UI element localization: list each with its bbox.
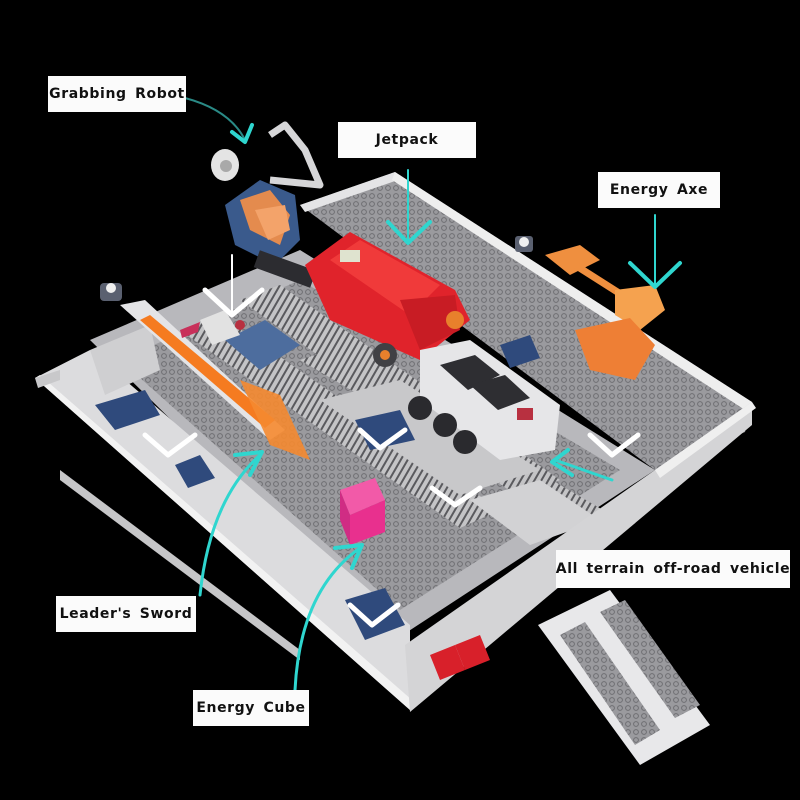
energy-cube-model (340, 478, 385, 545)
callout-arrows (184, 97, 682, 692)
ramp (538, 590, 710, 765)
label-grabbing-robot: Grabbing Robot (48, 76, 186, 112)
gray-platform (225, 320, 300, 370)
label-energy-axe: Energy Axe (598, 172, 720, 208)
label-all-terrain-vehicle: All terrain off-road vehicle (556, 550, 790, 588)
label-jetpack: Jetpack (338, 122, 476, 158)
leaders-sword-model (100, 283, 310, 460)
jetpack-model (305, 232, 470, 367)
label-leaders-sword: Leader's Sword (56, 596, 196, 632)
grabbing-robot-model (211, 121, 324, 288)
all-terrain-vehicle-model (408, 340, 560, 460)
blue-block (95, 390, 160, 430)
placement-arrows (142, 254, 641, 628)
label-energy-cube: Energy Cube (193, 690, 309, 726)
energy-axe-model (515, 236, 665, 380)
